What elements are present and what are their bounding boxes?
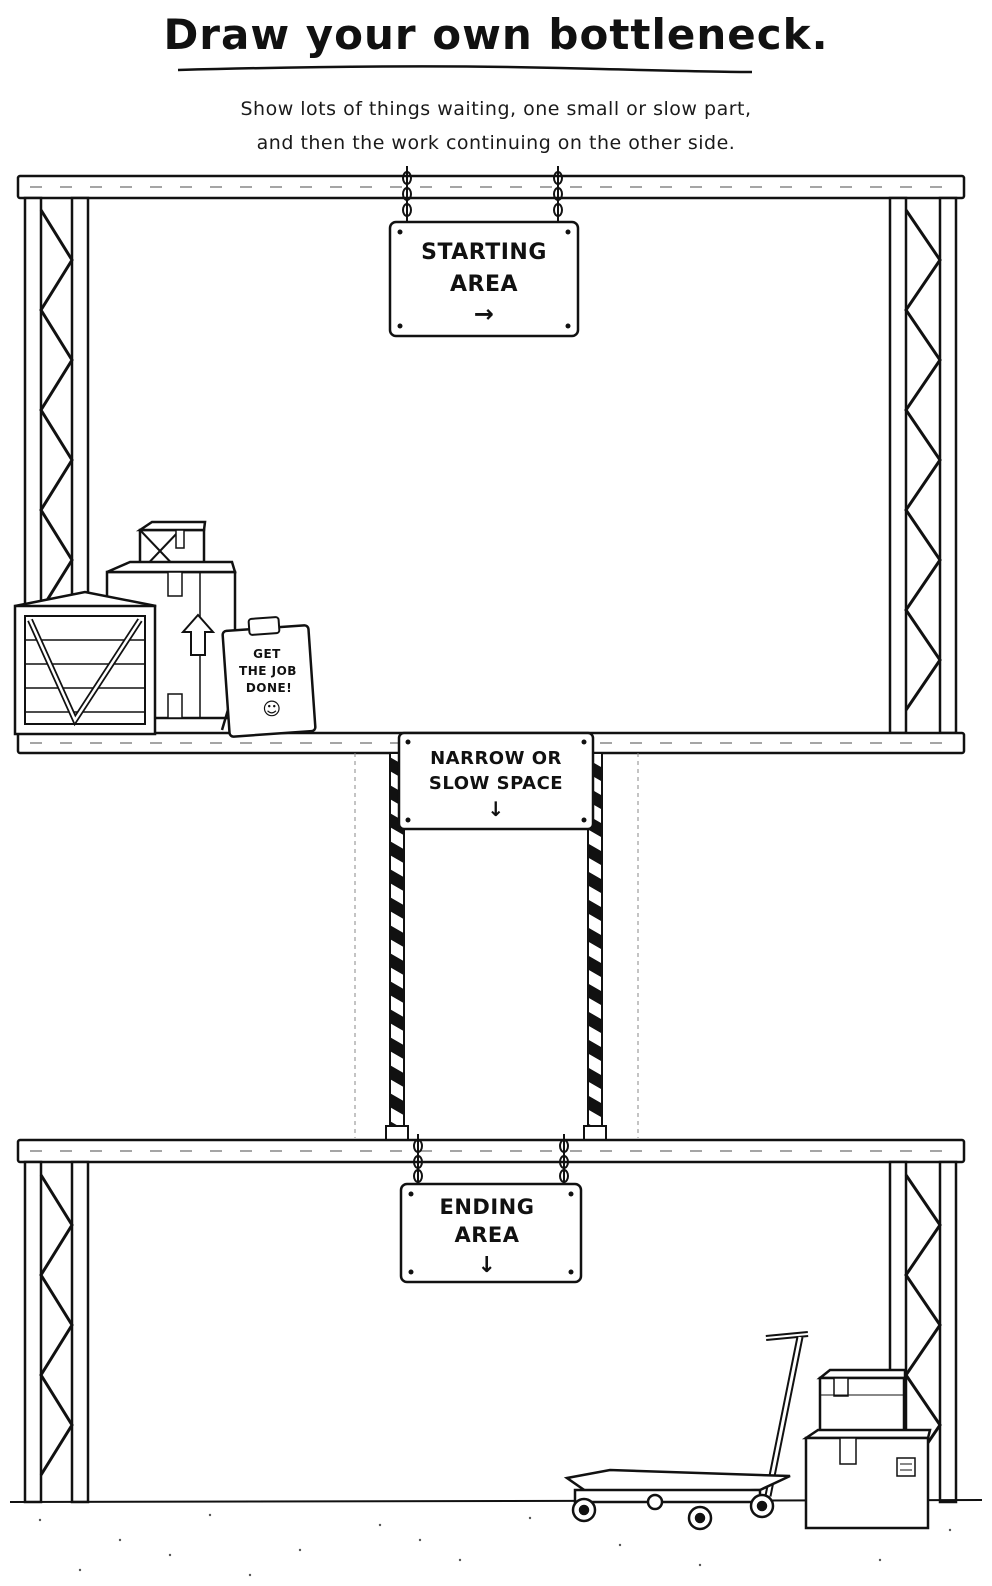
- top-finished-box: [816, 1368, 907, 1438]
- finished-boxes: [801, 1368, 932, 1530]
- bottom-finished-box: [801, 1428, 932, 1530]
- floor-speckles: [38, 1513, 952, 1577]
- waiting-boxes: [13, 520, 237, 736]
- right-arrow-icon: →: [474, 300, 495, 328]
- page-title: Draw your own bottleneck.: [163, 10, 829, 59]
- clipboard-line-1: GET: [253, 647, 281, 661]
- down-arrow-icon: ↓: [487, 797, 504, 821]
- starting-sign-line-1: STARTING: [421, 240, 547, 265]
- starting-area-sign: STARTING AREA →: [388, 220, 580, 338]
- instructions-line-1: Show lots of things waiting, one small o…: [240, 98, 752, 120]
- hand-cart: [563, 1331, 809, 1531]
- narrow-slow-space-sign: NARROW OR SLOW SPACE ↓: [397, 731, 595, 831]
- instructions-line-2: and then the work continuing on the othe…: [256, 132, 736, 154]
- ending-sign-line-2: AREA: [454, 1223, 519, 1247]
- clipboard-line-3: DONE!: [246, 681, 292, 695]
- narrow-sign-line-1: NARROW OR: [430, 748, 562, 769]
- starting-sign-line-2: AREA: [450, 272, 518, 297]
- ending-sign-line-1: ENDING: [440, 1195, 535, 1219]
- starting-area-frame: [16, 174, 966, 755]
- narrow-sign-line-2: SLOW SPACE: [429, 773, 563, 794]
- ending-area-sign: ENDING AREA ↓: [399, 1182, 583, 1284]
- smiley-icon: ☺: [262, 699, 281, 720]
- chain-icon: [413, 1134, 569, 1184]
- instructions: Show lots of things waiting, one small o…: [150, 92, 842, 160]
- up-arrow-icon: [180, 613, 216, 656]
- clipboard-line-2: THE JOB: [239, 664, 297, 678]
- narrow-passage: [354, 752, 639, 1143]
- chain-icon: [402, 166, 563, 222]
- title-underline: [177, 65, 753, 74]
- wooden-crate: [13, 590, 157, 736]
- down-arrow-icon: ↓: [478, 1253, 497, 1278]
- clipboard: GET THE JOB DONE! ☺: [220, 616, 317, 738]
